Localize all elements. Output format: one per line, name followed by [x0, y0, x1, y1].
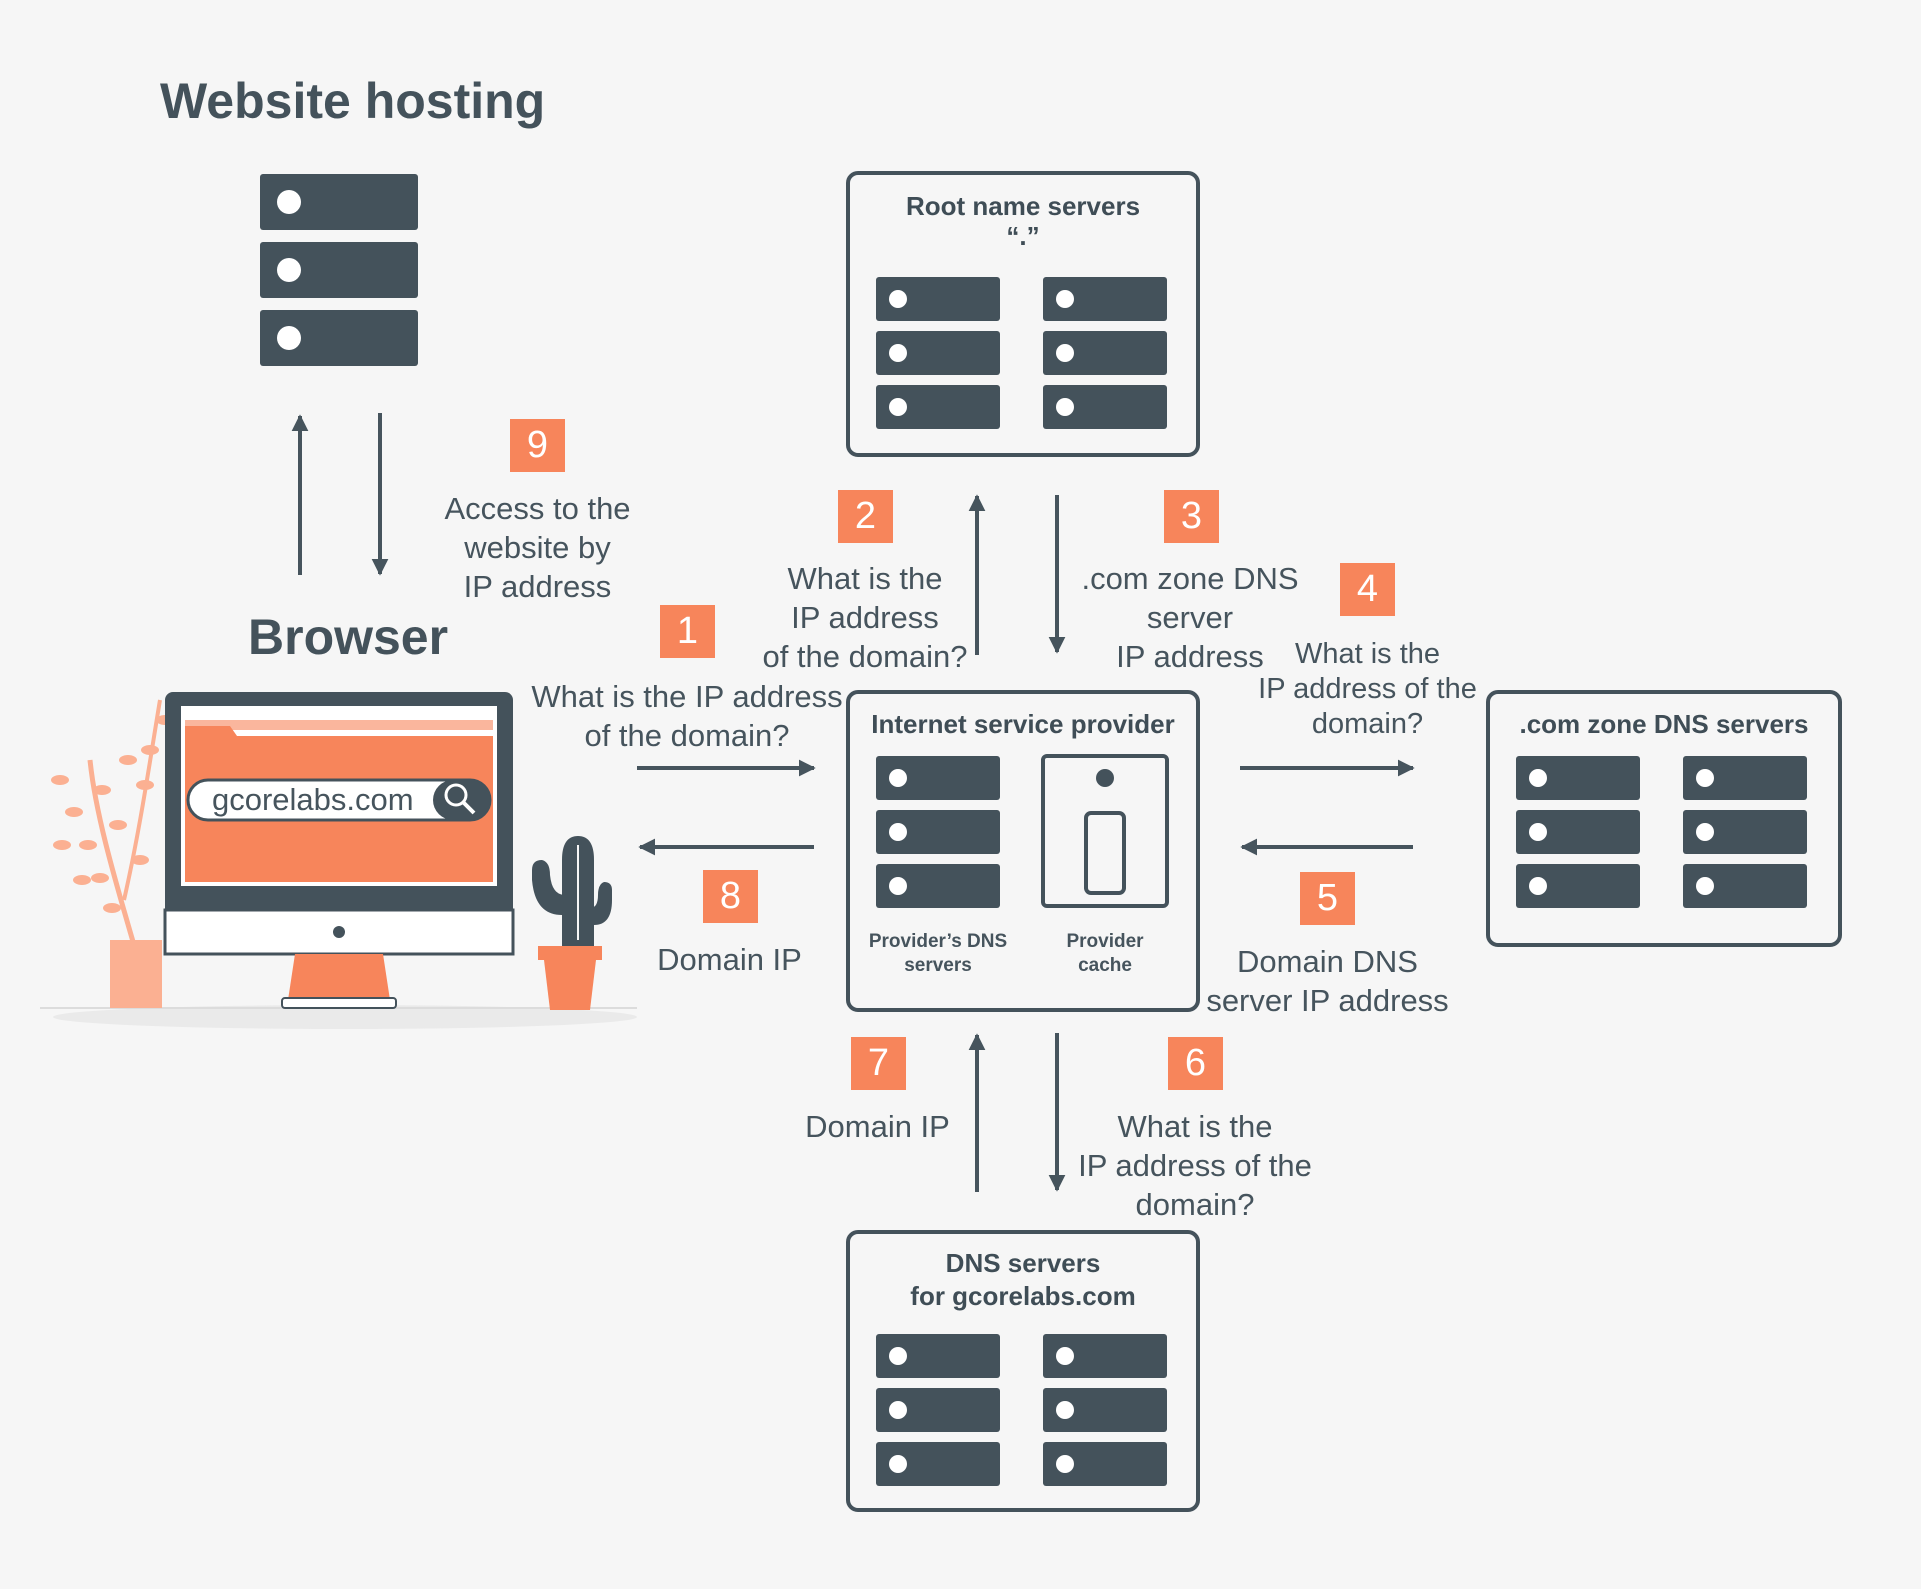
search-icon[interactable]: [444, 783, 476, 815]
step-1-label: What is the IP address of the domain?: [531, 679, 843, 753]
step-5-badge: 5: [1300, 872, 1355, 925]
root-servers-title: Root name servers: [905, 191, 1141, 221]
step-4-badge: 4: [1340, 563, 1395, 616]
gcore-dns-title: DNS servers for gcorelabs.com: [910, 1248, 1136, 1311]
page-title: Website hosting: [160, 73, 546, 129]
step-6-label: What is the IP address of the domain?: [1078, 1109, 1312, 1222]
provider-dns-label: Provider’s DNS servers: [868, 931, 1008, 976]
step-9-badge: 9: [510, 419, 565, 472]
step-6-badge: 6: [1168, 1037, 1223, 1090]
gcore-server-rack-icon: [1043, 1334, 1167, 1486]
provider-dns-rack-icon: [876, 756, 1000, 908]
isp-title: Internet service provider: [871, 709, 1175, 739]
root-servers-box: [846, 171, 1200, 457]
gcore-server-rack-icon: [876, 1334, 1000, 1486]
plant-icon: [51, 699, 174, 1008]
step-8-label: Domain IP: [657, 942, 802, 977]
root-servers-subtitle: “.”: [1006, 221, 1040, 251]
step-4-label: What is the IP address of the domain?: [1258, 638, 1477, 740]
com-zone-box: [1486, 690, 1842, 947]
hosting-server-icon: [260, 174, 418, 366]
step-3-badge: 3: [1164, 490, 1219, 543]
provider-cache-label: Provider cache: [1066, 931, 1144, 976]
com-server-rack-icon: [1683, 756, 1807, 908]
gcore-dns-box: [846, 1230, 1200, 1512]
browser-label: Browser: [248, 609, 449, 665]
isp-box: [846, 690, 1200, 1012]
floor-shadow: [53, 1005, 637, 1029]
monitor-icon: [163, 692, 515, 1009]
step-7-badge: 7: [851, 1037, 906, 1090]
cactus-icon: [532, 836, 612, 1010]
com-zone-title: .com zone DNS servers: [1519, 709, 1809, 739]
search-input[interactable]: gcorelabs.com: [212, 782, 414, 817]
step-8-badge: 8: [703, 870, 758, 923]
step-5-label: Domain DNS server IP address: [1206, 944, 1449, 1018]
step-9-label: Access to the website by IP address: [444, 491, 631, 604]
step-2-label: What is the IP address of the domain?: [762, 561, 968, 674]
phone-cache-icon: [1041, 754, 1169, 908]
root-server-rack-icon: [1043, 277, 1167, 429]
step-1-badge: 1: [660, 605, 715, 658]
step-7-label: Domain IP: [805, 1109, 950, 1144]
step-3-label: .com zone DNS server IP address: [1081, 561, 1299, 674]
root-server-rack-icon: [876, 277, 1000, 429]
step-2-badge: 2: [838, 490, 893, 543]
com-server-rack-icon: [1516, 756, 1640, 908]
